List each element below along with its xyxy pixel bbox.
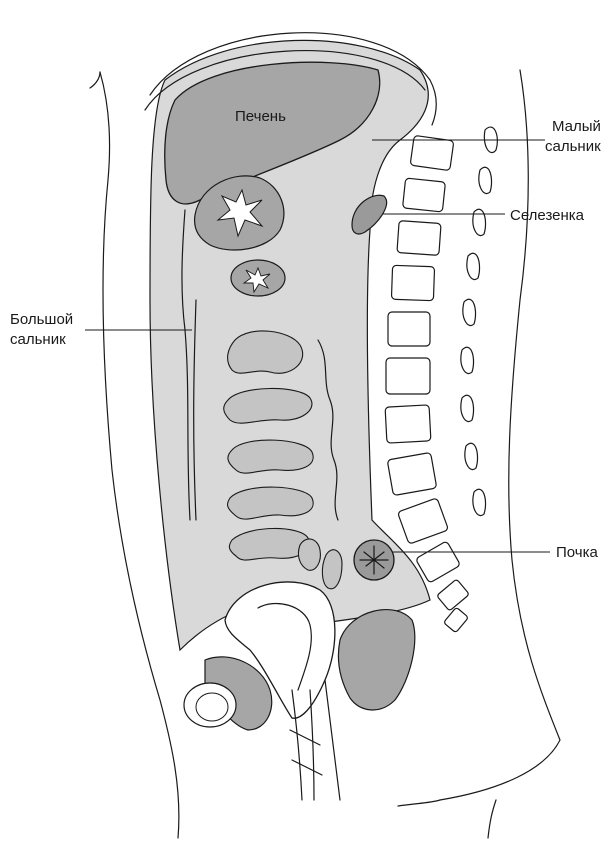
kidney	[354, 540, 394, 580]
transverse-colon	[231, 260, 285, 296]
greater-omentum-label-line2: сальник	[10, 331, 66, 348]
liver-label: Печень	[235, 108, 286, 125]
kidney-label: Почка	[556, 544, 599, 561]
greater-omentum-label-line1: Большой	[10, 311, 73, 328]
lesser-omentum-label-line2: сальник	[545, 138, 601, 155]
lesser-omentum-label-line1: Малый	[552, 118, 601, 135]
spleen-label: Селезенка	[510, 207, 585, 224]
